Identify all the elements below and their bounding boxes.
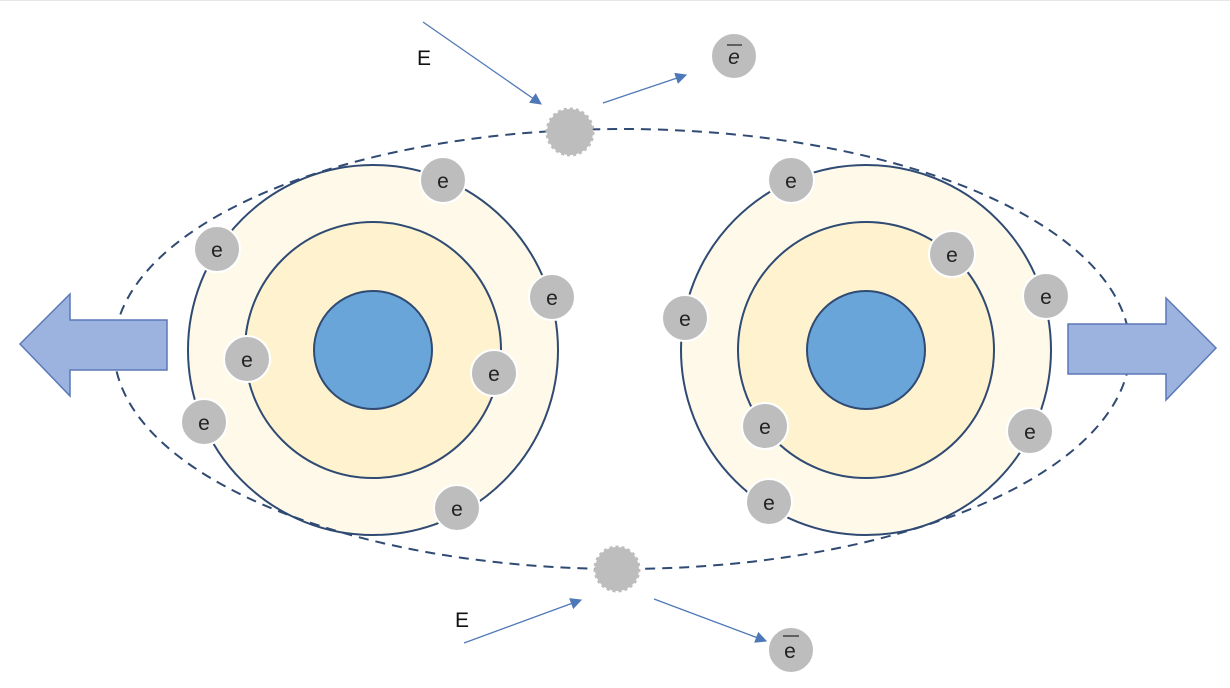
outgoing-particle-arrow-icon	[653, 598, 768, 643]
electron: e	[928, 230, 976, 278]
right-atom	[680, 164, 1052, 536]
left-atom-nucleus	[313, 290, 433, 410]
electron-label: e	[546, 287, 558, 310]
top-interaction: E e	[417, 21, 758, 157]
electron: e	[223, 335, 271, 383]
right-atom-nucleus	[806, 290, 926, 410]
left-arrow-icon	[18, 292, 168, 398]
electron-label: e	[241, 349, 253, 372]
bottom-interaction: E e	[455, 545, 815, 674]
electron-label: e	[437, 170, 449, 193]
electron-label: e	[451, 498, 463, 521]
top-border	[0, 0, 1230, 1]
particle-bottom	[593, 545, 641, 593]
electron-label: e	[488, 363, 500, 386]
antielectron-bottom: e	[767, 626, 815, 674]
electron-label: e	[679, 308, 691, 331]
electron: e	[470, 349, 518, 397]
electron-label: e	[763, 492, 775, 515]
electron: e	[741, 402, 789, 450]
electron-label: e	[946, 244, 958, 267]
electron: e	[745, 478, 793, 526]
electron: e	[767, 156, 815, 204]
right-atom-electrons: e e e e e e e	[661, 156, 1070, 526]
electron: e	[180, 398, 228, 446]
electron-label: e	[1040, 286, 1052, 309]
electron-label: e	[759, 416, 771, 439]
outgoing-particle-arrow-icon	[602, 72, 688, 104]
incoming-energy-arrow-icon	[463, 598, 583, 644]
antielectron-top: e	[710, 32, 758, 80]
energy-label-top: E	[417, 47, 431, 70]
antielectron-label: e	[784, 640, 796, 663]
electron: e	[1006, 407, 1054, 455]
electron: e	[419, 156, 467, 204]
energy-label-bottom: E	[455, 609, 469, 632]
incoming-energy-arrow-icon	[422, 21, 542, 105]
electron: e	[661, 294, 709, 342]
electron: e	[433, 484, 481, 532]
antielectron-label: e	[728, 46, 740, 69]
electron-label: e	[211, 239, 223, 262]
electron-label: e	[785, 170, 797, 193]
electron-label: e	[1024, 421, 1036, 444]
electron: e	[528, 273, 576, 321]
electron: e	[1022, 272, 1070, 320]
electron-label: e	[198, 412, 210, 435]
left-atom-electrons: e e e e e e e	[180, 156, 576, 532]
right-arrow-icon	[1067, 296, 1218, 402]
particle-top	[545, 107, 595, 157]
electron: e	[193, 225, 241, 273]
